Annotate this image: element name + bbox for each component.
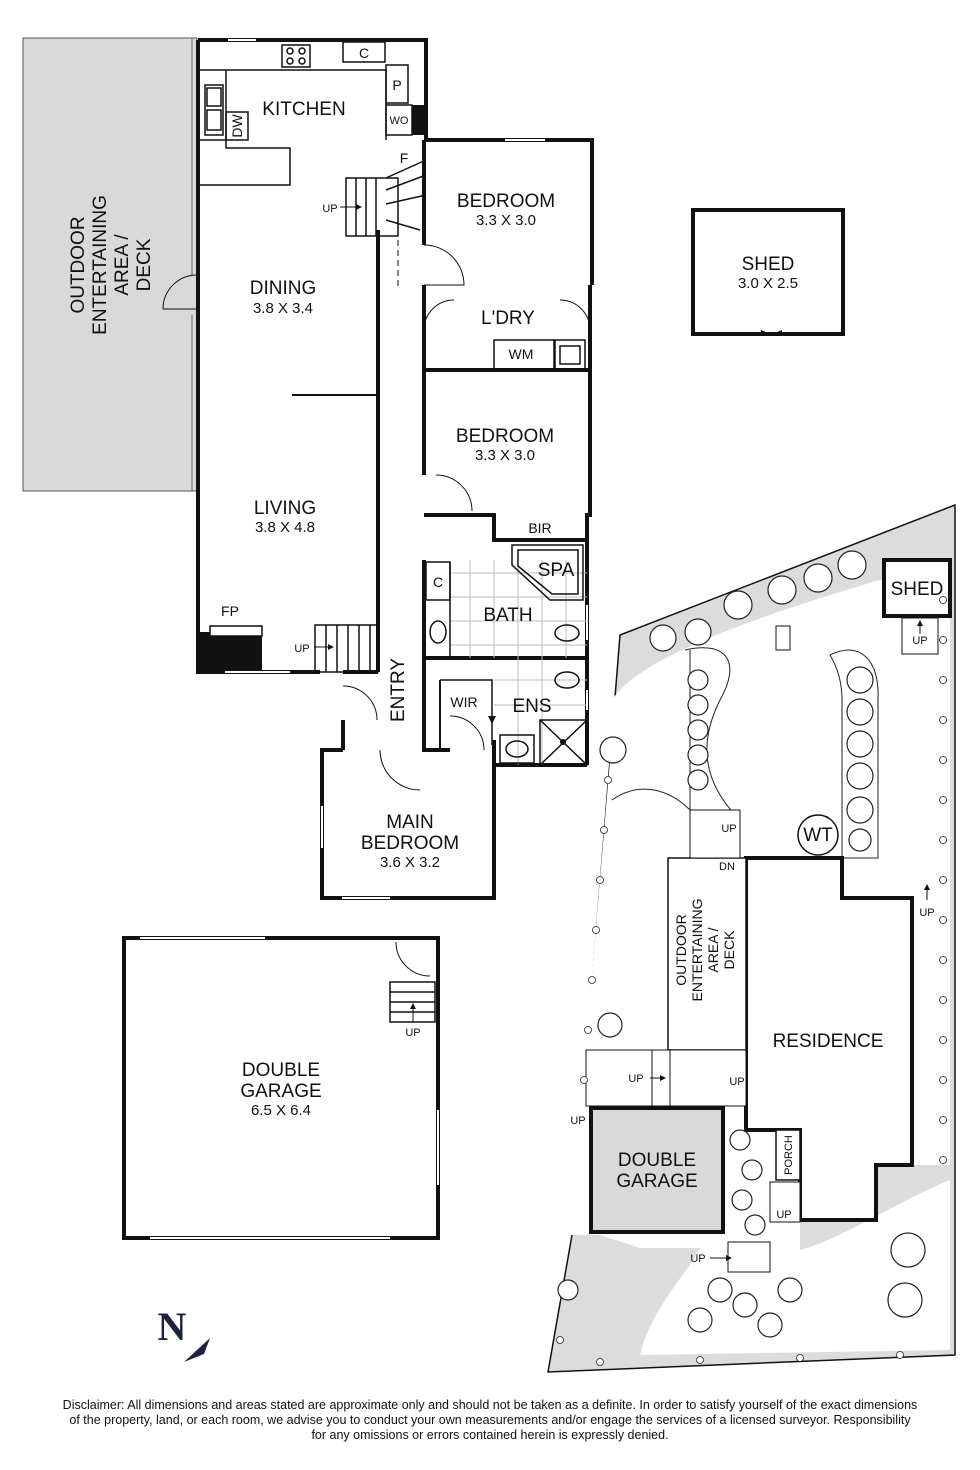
site-left-up-label: UP — [570, 1115, 585, 1127]
dishwasher-label: DW — [229, 114, 245, 138]
ens-label: ENS — [512, 696, 551, 717]
site-shed-label: SHED — [891, 579, 944, 600]
bedroom-3-label: BEDROOM — [456, 426, 554, 447]
site-shed-up-label: UP — [912, 635, 927, 647]
site-deck-label-4: DECK — [721, 930, 737, 970]
north-compass: N — [158, 1304, 210, 1362]
room-labels: KITCHEN DINING 3.8 X 3.4 LIVING 3.8 X 4.… — [240, 99, 808, 1119]
disclaimer-line-3: for any omissions or errors contained he… — [311, 1428, 669, 1442]
pantry-label: P — [392, 77, 401, 93]
washing-machine-label: WM — [509, 346, 534, 362]
bedroom-3-dimensions: 3.3 X 3.0 — [475, 447, 535, 464]
kitchen-stair-up-label: UP — [322, 203, 337, 215]
shed-dimensions: 3.0 X 2.5 — [738, 275, 798, 292]
dining-label: DINING — [250, 278, 317, 299]
laundry-label: L'DRY — [481, 308, 535, 329]
site-right-up-label: UP — [919, 907, 934, 919]
porch-label: PORCH — [783, 1135, 795, 1175]
garage-label-2: GARAGE — [240, 1081, 321, 1102]
garage-label-1: DOUBLE — [242, 1060, 320, 1081]
bedroom-2-dimensions: 3.3 X 3.0 — [476, 212, 536, 229]
double-garage — [122, 936, 440, 1240]
fireplace-label: FP — [221, 603, 239, 619]
dining-dimensions: 3.8 X 3.4 — [253, 300, 313, 317]
north-label: N — [158, 1304, 187, 1349]
garage-stair-up-label: UP — [405, 1027, 420, 1039]
entry-label: ENTRY — [388, 658, 409, 722]
living-dimensions: 3.8 X 4.8 — [255, 519, 315, 536]
main-bedroom-dimensions: 3.6 X 3.2 — [380, 854, 440, 871]
living-label: LIVING — [254, 498, 316, 519]
site-garage-label-2: GARAGE — [616, 1171, 697, 1192]
deck-label-1: OUTDOOR — [68, 216, 89, 313]
site-deck-down-label: DN — [719, 861, 735, 873]
garage-dimensions: 6.5 X 6.4 — [251, 1102, 311, 1119]
site-deck-up-label: UP — [721, 823, 736, 835]
wir-label: WIR — [450, 694, 477, 710]
site-garage-label-1: DOUBLE — [618, 1150, 696, 1171]
site-deck-label-1: OUTDOOR — [673, 914, 689, 986]
shed-label: SHED — [742, 254, 795, 275]
bath-label: BATH — [483, 605, 532, 626]
site-side-up-label: UP — [729, 1076, 744, 1088]
disclaimer-line-2: of the property, land, or each room, we … — [69, 1413, 911, 1427]
site-deck-label-2: ENTERTAINING — [689, 899, 705, 1002]
deck-label-3: AREA / — [112, 234, 133, 296]
deck-label-2: ENTERTAINING — [90, 195, 111, 335]
fridge-label: F — [400, 150, 409, 166]
interior-lines — [198, 39, 591, 899]
bath-cupboard-label: C — [433, 574, 443, 590]
main-bedroom-label-1: MAIN — [386, 812, 434, 833]
fixture-labels: C P WO DW F WM C FP UP UP UP — [221, 45, 533, 1039]
site-plan: WT SHED UP RESIDENCE PORCH UP OUTDOOR EN… — [547, 503, 956, 1373]
wall-oven-label: WO — [390, 115, 409, 127]
residence-label: RESIDENCE — [773, 1031, 884, 1052]
main-bedroom-label-2: BEDROOM — [361, 833, 459, 854]
cupboard-label: C — [359, 45, 369, 61]
outdoor-deck: OUTDOOR ENTERTAINING AREA / DECK — [22, 37, 198, 492]
water-tank-label: WT — [803, 825, 833, 846]
bedroom-2-label: BEDROOM — [457, 191, 555, 212]
disclaimer-line-1: Disclaimer: All dimensions and areas sta… — [62, 1398, 918, 1412]
deck-label-4: DECK — [134, 238, 155, 291]
porch-up-label: UP — [776, 1209, 791, 1221]
site-deck-label-3: AREA / — [705, 927, 721, 972]
bir-label: BIR — [528, 520, 551, 536]
front-stair-up-label: UP — [690, 1253, 705, 1265]
spa-label: SPA — [538, 560, 575, 581]
site-garage-up-label: UP — [628, 1073, 643, 1085]
disclaimer: Disclaimer: All dimensions and areas sta… — [0, 1398, 980, 1443]
kitchen-label: KITCHEN — [262, 99, 345, 120]
floor-plan: OUTDOOR ENTERTAINING AREA / DECK — [22, 37, 956, 1373]
living-stair-up-label: UP — [294, 643, 309, 655]
